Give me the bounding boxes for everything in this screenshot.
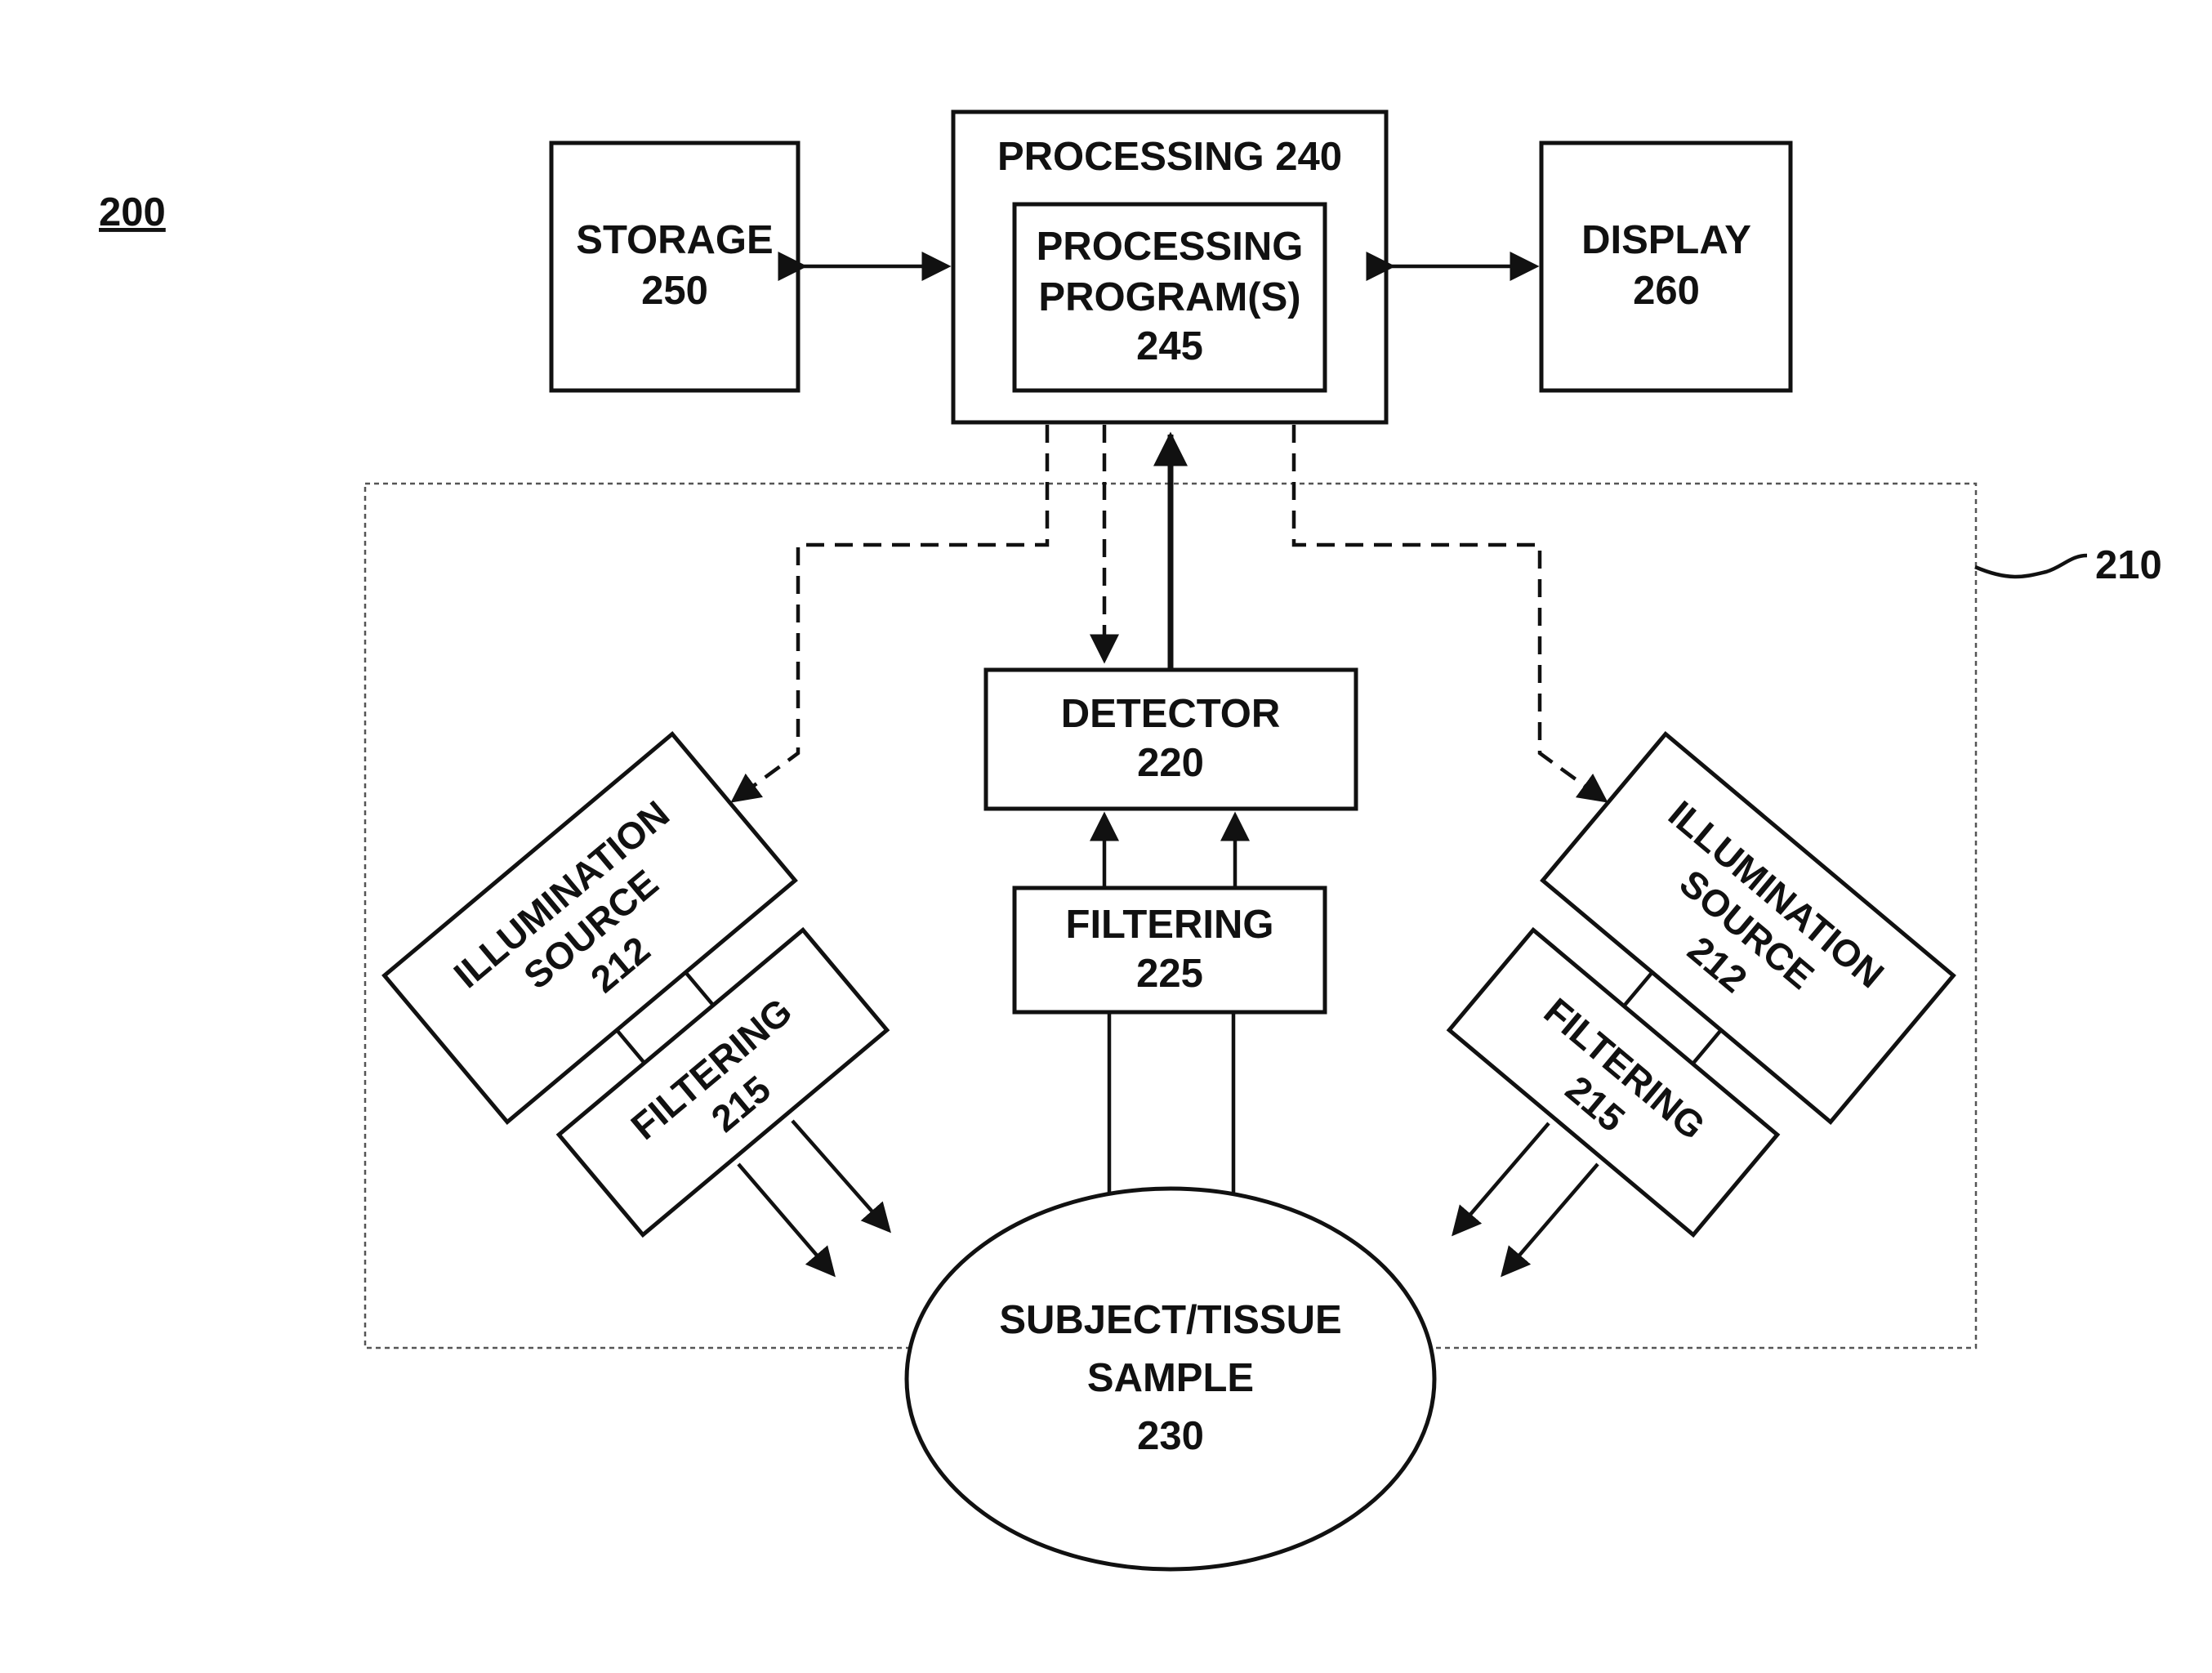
right-light-arrow-2 bbox=[1503, 1164, 1598, 1274]
left-illumination-group: ILLUMINATION SOURCE 212 FILTERING 215 bbox=[385, 734, 889, 1274]
processing-program-line2: PROGRAM(S) bbox=[1038, 275, 1300, 319]
right-illumination-group: ILLUMINATION SOURCE 212 FILTERING 215 bbox=[1449, 734, 1953, 1274]
detector-line2: 220 bbox=[1137, 741, 1204, 785]
system-ref-label: 210 bbox=[2095, 543, 2162, 587]
storage-line1: STORAGE bbox=[576, 218, 773, 262]
system-boundary-leader bbox=[1975, 555, 2087, 577]
display-line1: DISPLAY bbox=[1581, 218, 1751, 262]
sample-block: SUBJECT/TISSUE SAMPLE 230 bbox=[907, 1189, 1434, 1569]
detector-line1: DETECTOR bbox=[1061, 692, 1281, 736]
display-line2: 260 bbox=[1633, 269, 1700, 313]
left-light-arrow-2 bbox=[792, 1121, 889, 1230]
processing-program-line1: PROCESSING bbox=[1037, 225, 1304, 269]
sample-line1: SUBJECT/TISSUE bbox=[999, 1298, 1341, 1342]
sample-line3: 230 bbox=[1137, 1414, 1204, 1458]
left-light-arrow-1 bbox=[738, 1164, 833, 1274]
storage-block: STORAGE 250 bbox=[551, 143, 798, 390]
center-filtering-line2: 225 bbox=[1136, 952, 1203, 996]
display-block: DISPLAY 260 bbox=[1541, 143, 1791, 390]
processing-block: PROCESSING 240 PROCESSING PROGRAM(S) 245 bbox=[953, 112, 1386, 422]
storage-line2: 250 bbox=[641, 269, 708, 313]
center-filtering-line1: FILTERING bbox=[1066, 903, 1274, 947]
processing-title: PROCESSING 240 bbox=[997, 135, 1342, 179]
sample-line2: SAMPLE bbox=[1087, 1356, 1254, 1400]
processing-program-line3: 245 bbox=[1136, 324, 1203, 368]
center-filtering-block: FILTERING 225 bbox=[1015, 888, 1325, 1012]
right-light-arrow-1 bbox=[1454, 1123, 1549, 1234]
figure-number: 200 bbox=[99, 190, 166, 234]
detector-block: DETECTOR 220 bbox=[986, 670, 1356, 809]
